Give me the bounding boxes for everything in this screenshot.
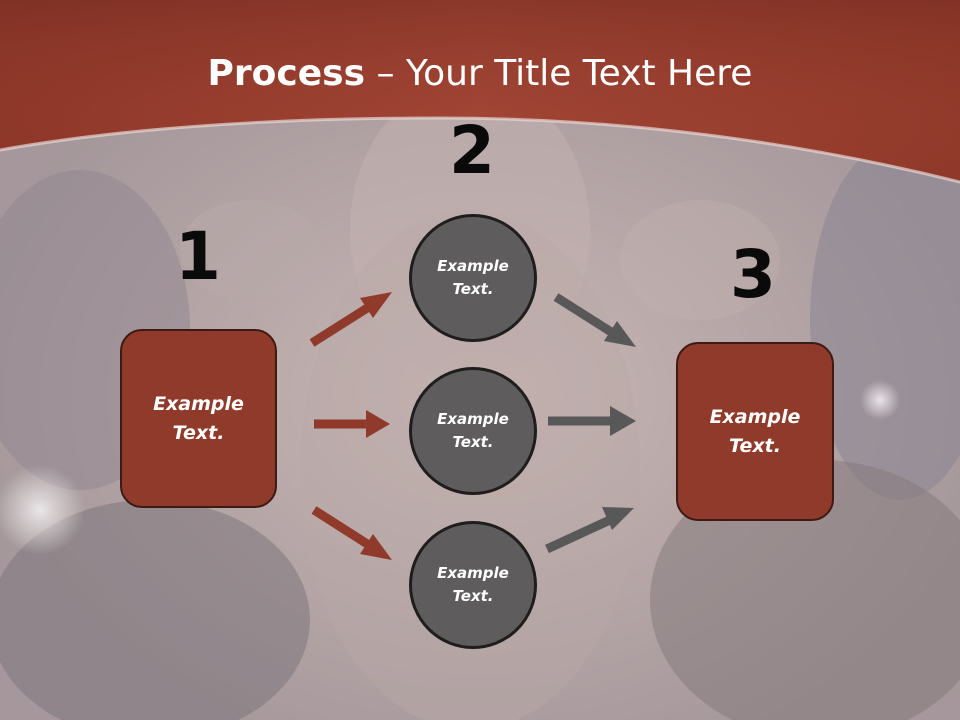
slide-title: Process – Your Title Text Here xyxy=(0,52,960,96)
circle-top-line1: Example xyxy=(437,257,509,275)
right-box-line2: Text. xyxy=(729,434,781,457)
left-process-box: Example Text. xyxy=(120,329,277,508)
circle-middle-line1: Example xyxy=(437,410,509,428)
left-box-line1: Example xyxy=(153,392,244,415)
circle-bottom-line2: Text. xyxy=(452,587,494,605)
process-circle-top: Example Text. xyxy=(409,214,537,342)
step-number-1: 1 xyxy=(175,218,221,295)
step-number-3: 3 xyxy=(730,236,776,313)
process-circle-middle: Example Text. xyxy=(409,367,537,495)
title-rest: – Your Title Text Here xyxy=(365,53,753,94)
right-box-line1: Example xyxy=(709,405,801,428)
title-bold: Process xyxy=(207,53,366,94)
process-circle-bottom: Example Text. xyxy=(409,521,537,649)
circle-middle-line2: Text. xyxy=(452,433,494,451)
step-number-2: 2 xyxy=(449,112,495,189)
circle-bottom-line1: Example xyxy=(437,564,509,582)
right-process-box: Example Text. xyxy=(676,342,834,521)
left-box-line2: Text. xyxy=(172,421,225,444)
circle-top-line2: Text. xyxy=(452,280,494,298)
